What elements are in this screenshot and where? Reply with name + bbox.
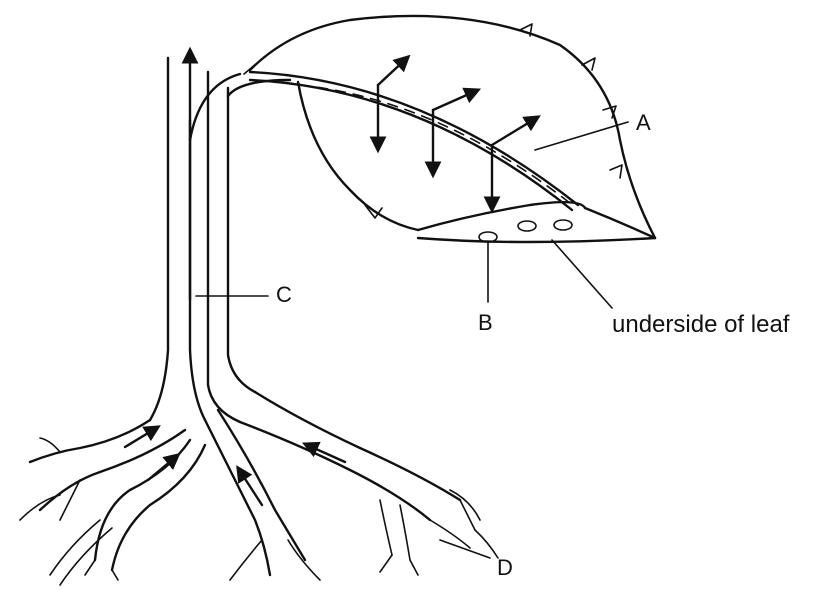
label-b: B [478,310,493,335]
leader-lines [196,122,628,558]
petiole [190,64,290,140]
label-a: A [636,110,651,135]
stem [150,58,255,422]
stomata [479,220,572,242]
label-d: D [497,555,513,580]
label-c: C [276,282,292,307]
label-underside-of-leaf: underside of leaf [612,311,790,338]
roots [20,392,498,585]
leaf [250,16,655,242]
water-arrows-in-leaf [378,57,538,210]
